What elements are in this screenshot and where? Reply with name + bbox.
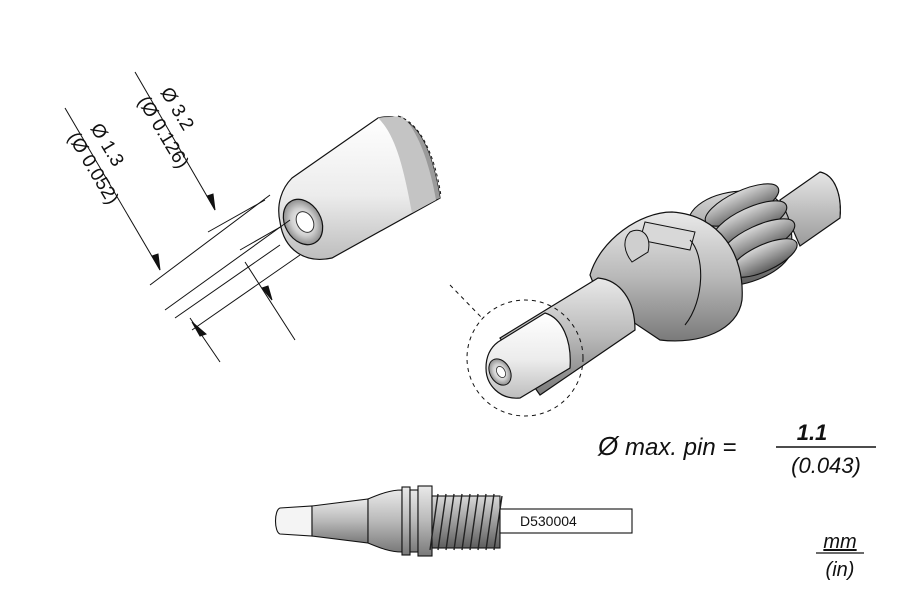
- iso-collar-groove: [684, 239, 702, 326]
- nozzle-side-view: [274, 485, 633, 557]
- side-thread-ridges: [429, 493, 503, 551]
- inner-diameter-leader: [64, 107, 221, 363]
- side-collar-2: [409, 489, 419, 553]
- max-pin-label: max. pin =: [625, 434, 736, 461]
- max-pin-in: (0.043): [791, 453, 861, 478]
- detail-tip-band-inner: [378, 116, 436, 213]
- iso-shaft-break: [819, 171, 841, 219]
- side-shaft: [499, 508, 633, 534]
- part-number: D530004: [520, 513, 577, 529]
- inner-diameter-label: Ø 1.3 (Ø 0.052): [63, 120, 128, 209]
- units-legend: mm (in): [816, 531, 864, 581]
- iso-tip-bore-inner: [496, 366, 506, 378]
- outer-diameter-leader: [134, 71, 296, 341]
- detail-bore-inner: [295, 211, 315, 233]
- side-thread-core: [431, 495, 501, 549]
- detail-break-line: [397, 115, 442, 197]
- max-pin-formula: Ø max. pin = 1.1 (0.043): [597, 420, 876, 478]
- units-in: (in): [826, 559, 855, 581]
- side-cone: [311, 498, 369, 544]
- max-pin-mm: 1.1: [797, 420, 828, 445]
- side-body: [367, 489, 403, 553]
- side-collar-1: [401, 486, 411, 556]
- nozzle-isometric-view: [449, 171, 841, 417]
- outer-diameter-label: Ø 3.2 (Ø 0.126): [133, 84, 198, 173]
- side-tip: [274, 505, 313, 537]
- detail-callout-leader: [449, 284, 483, 319]
- max-pin-symbol: Ø: [597, 431, 620, 461]
- detail-tip-view: [278, 115, 442, 260]
- iso-tip: [485, 312, 571, 399]
- detail-callout-circle: [466, 299, 584, 417]
- units-mm: mm: [823, 531, 856, 553]
- side-collar-3: [417, 485, 433, 557]
- iso-collar-notch: [624, 229, 650, 263]
- dimension-extension-lines: [149, 194, 301, 331]
